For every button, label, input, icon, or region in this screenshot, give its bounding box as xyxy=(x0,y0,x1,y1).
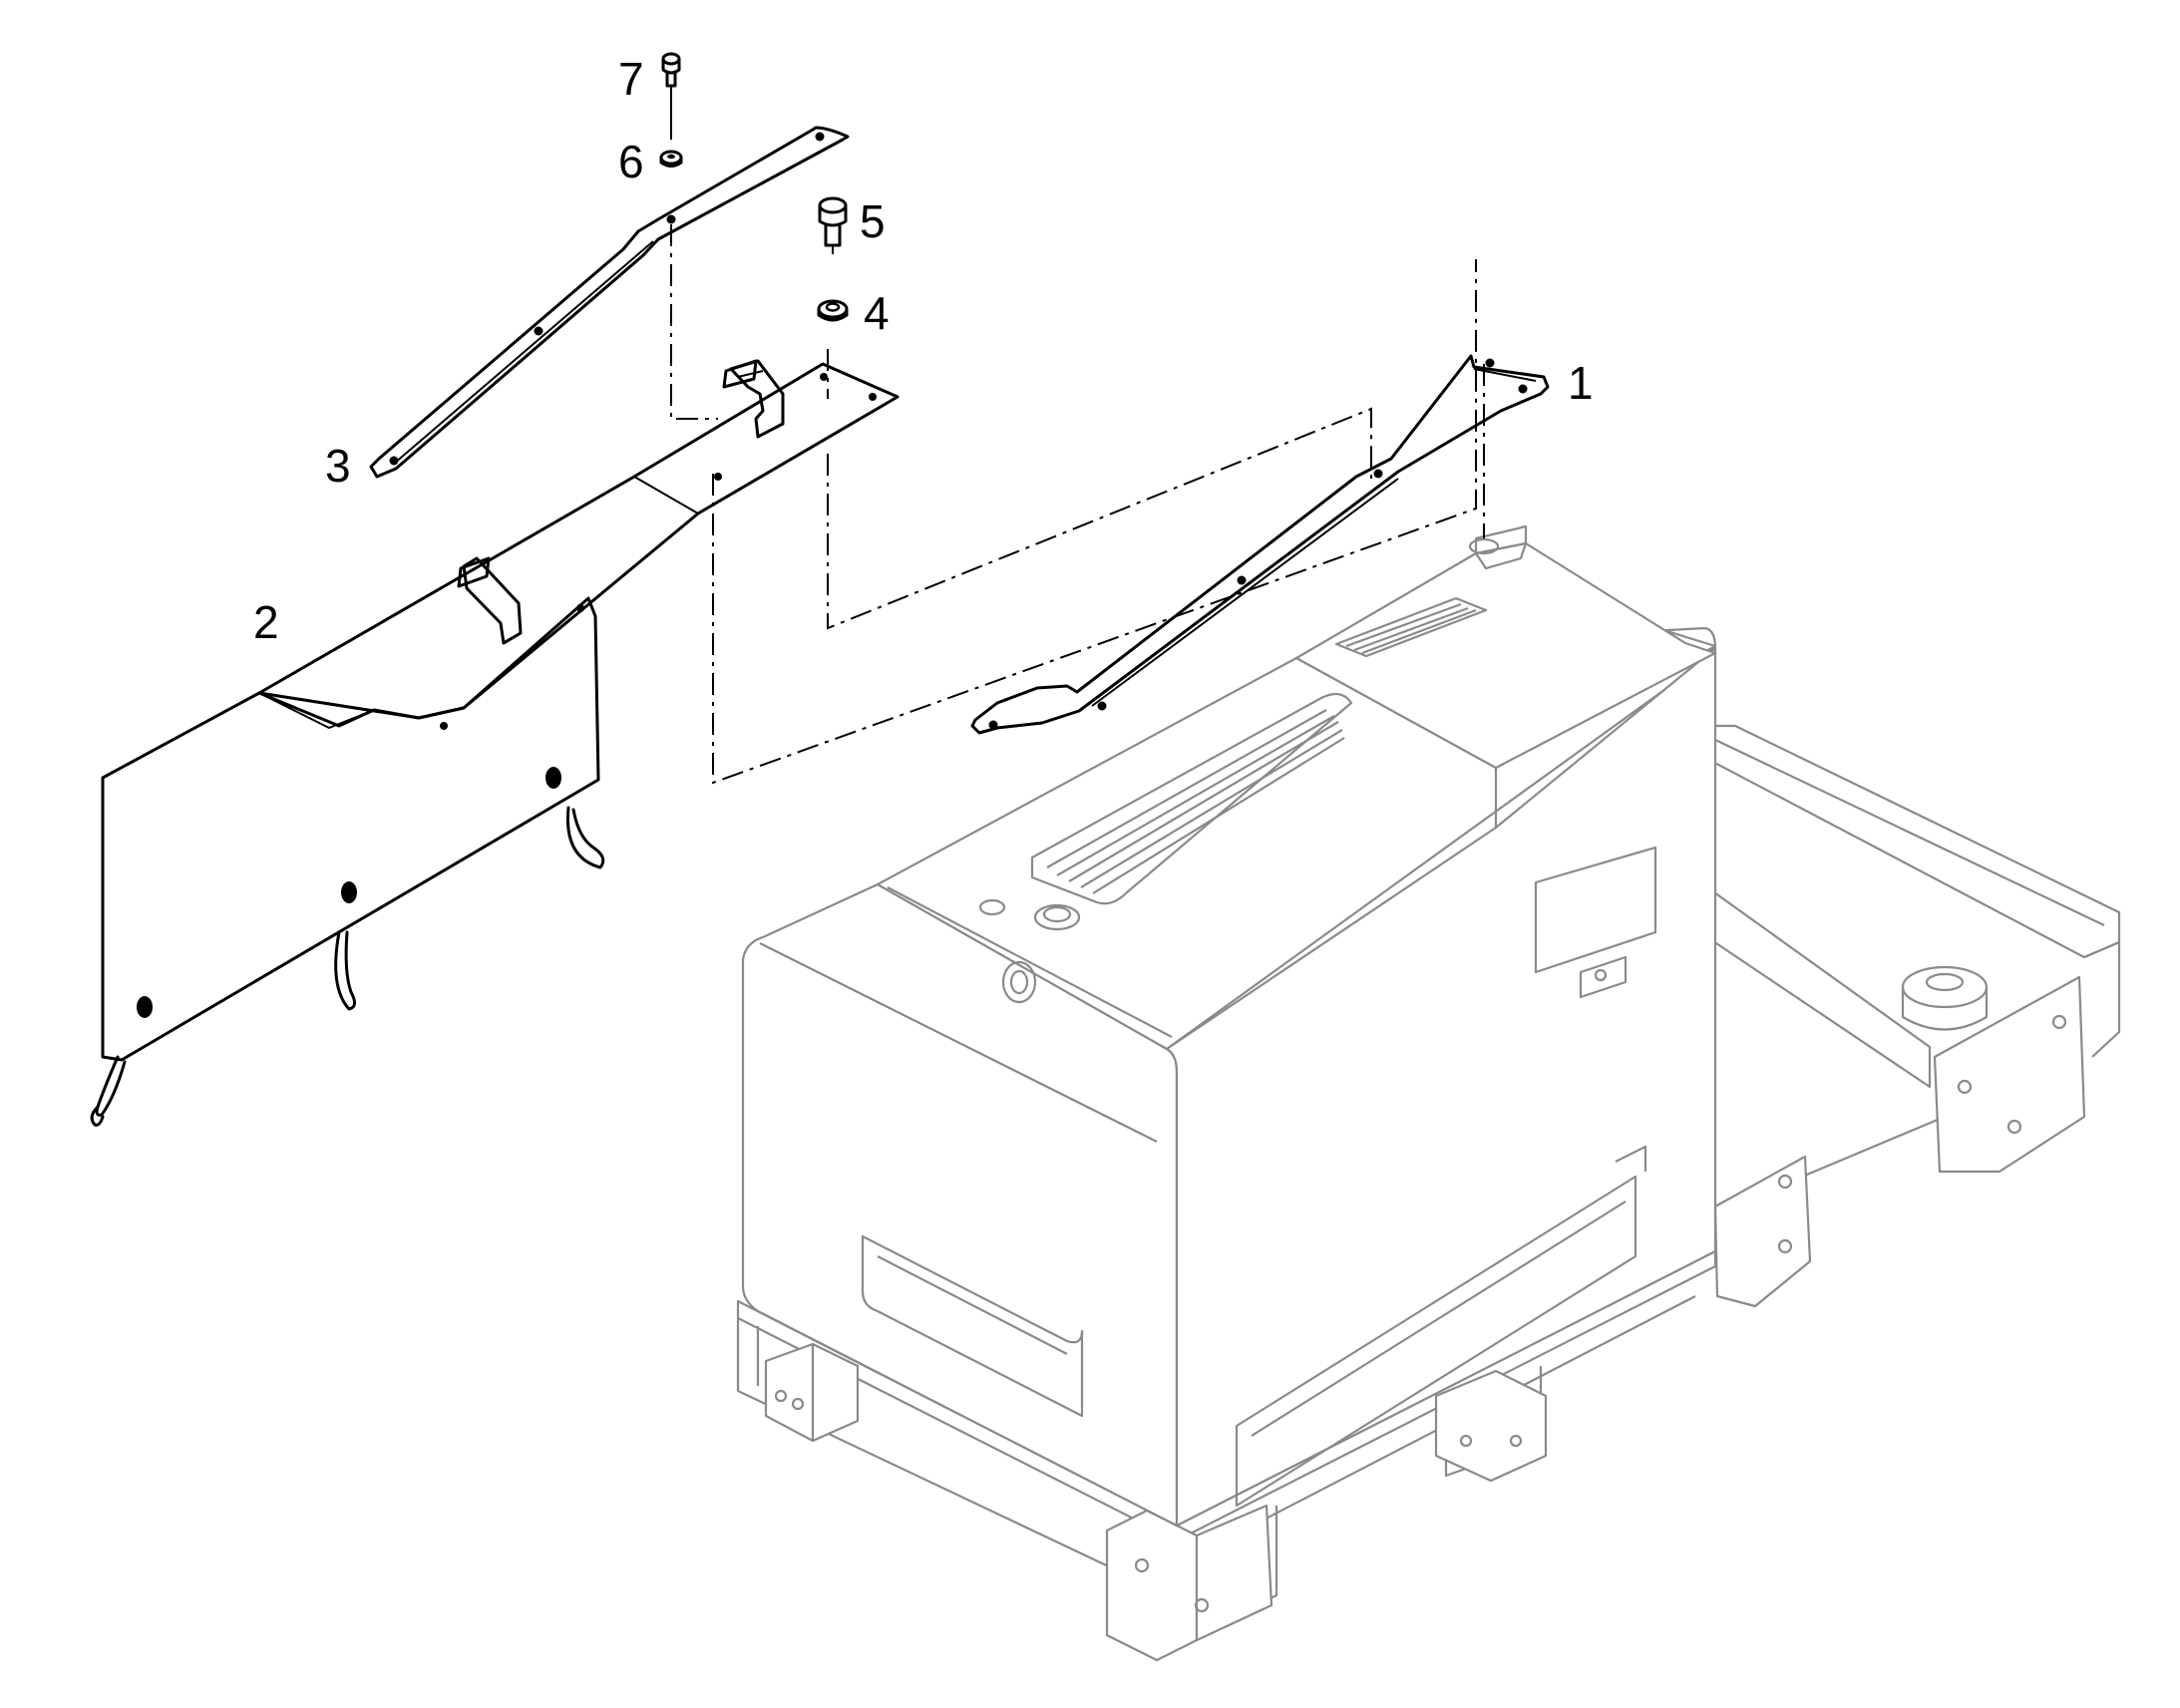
callout-4: 4 xyxy=(864,287,890,339)
base-frame xyxy=(736,1244,1717,1662)
alignment-lines xyxy=(670,224,1485,785)
side-tray xyxy=(1703,724,2121,1218)
feet-right xyxy=(1713,975,2086,1308)
callout-7: 7 xyxy=(618,53,644,105)
part-1-strap xyxy=(970,354,1550,735)
part-4-washer xyxy=(817,299,849,322)
callout-3: 3 xyxy=(325,440,351,492)
callout-2: 2 xyxy=(253,596,279,648)
part-3-strap xyxy=(369,126,850,479)
tank-assembly xyxy=(736,524,2121,1662)
callout-5: 5 xyxy=(860,195,886,247)
part-6-washer xyxy=(659,150,683,168)
tank-body xyxy=(741,524,1717,1528)
callout-6: 6 xyxy=(618,136,644,187)
callout-1: 1 xyxy=(1568,357,1594,409)
part-7-bolt xyxy=(661,52,681,140)
part-2-cover xyxy=(90,359,900,1127)
callouts: 1 2 3 4 5 6 7 xyxy=(253,53,1594,648)
part-5-bolt xyxy=(818,196,848,254)
